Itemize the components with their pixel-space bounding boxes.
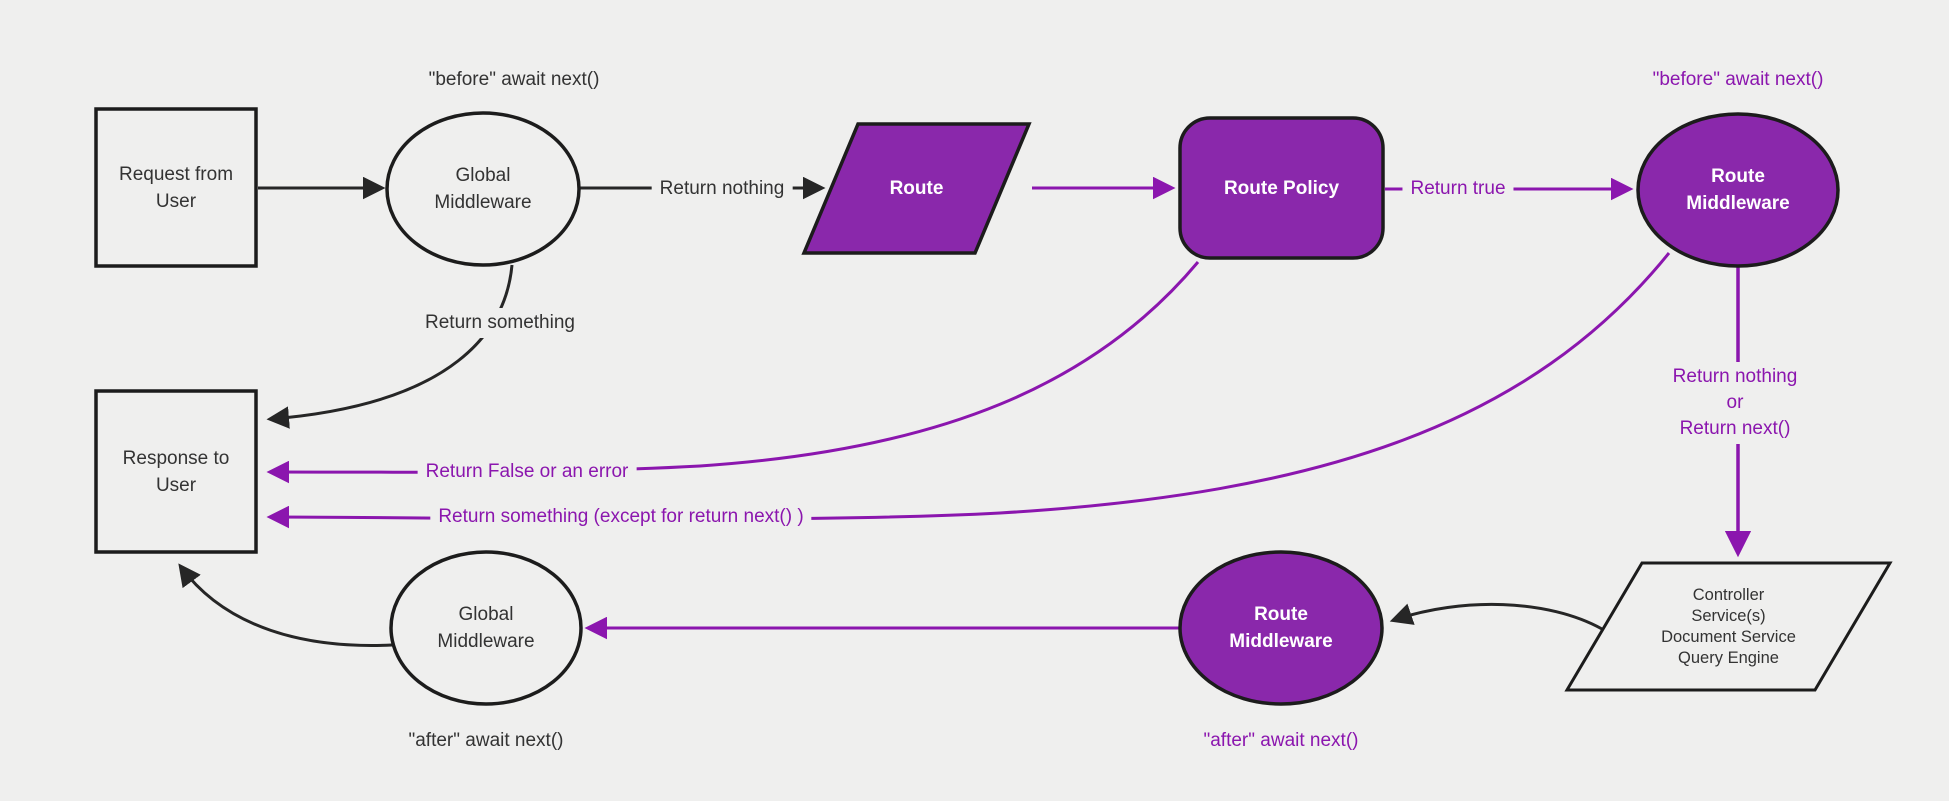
route-shape [801,122,1032,255]
request-from-user-shape [94,107,258,268]
edge-controller-to-route-middleware-bottom [1389,602,1603,631]
route-middleware-top-shape [1636,112,1840,268]
route-policy-shape [1178,116,1385,260]
controller-shape [1564,561,1893,692]
global-middleware-top-shape [385,111,581,267]
edge-return-false-to-response [266,261,1200,484]
edge-global-middleware-bottom-to-response [178,563,393,647]
response-to-user-shape [94,389,258,554]
route-middleware-bottom-shape [1178,550,1384,706]
edge-return-something-except-to-response [266,252,1671,529]
global-middleware-bottom-shape [389,550,583,706]
edge-return-something-to-response [266,264,514,429]
